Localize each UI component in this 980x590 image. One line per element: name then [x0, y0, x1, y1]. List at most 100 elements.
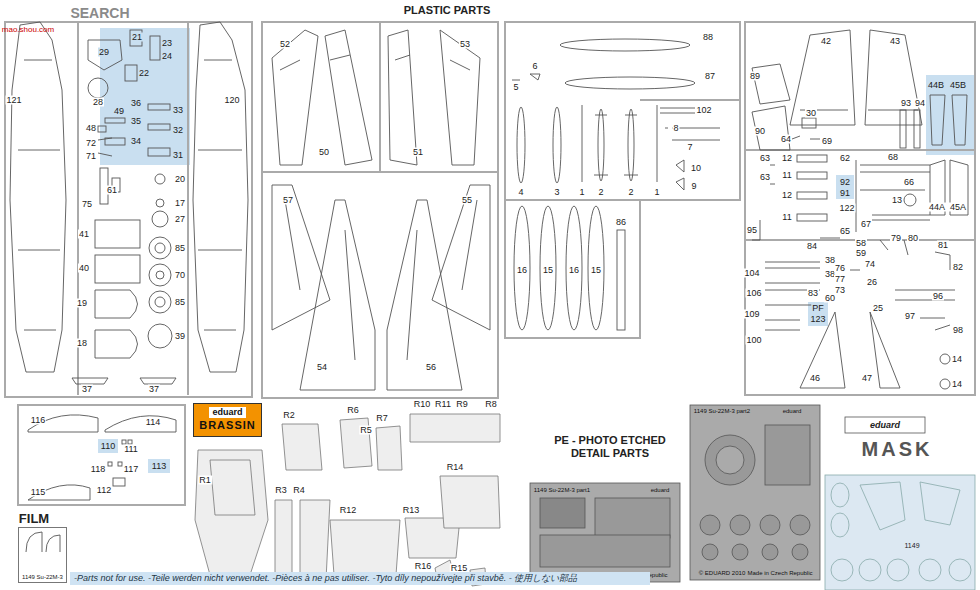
- callout-number: 1: [653, 188, 660, 197]
- callout-number: 84: [806, 242, 818, 251]
- plastic-part: [272, 30, 318, 165]
- callout-number: 76: [834, 264, 846, 273]
- plastic-part: [272, 185, 330, 330]
- callout-number: 18: [76, 339, 88, 348]
- plastic-part: [122, 440, 126, 444]
- plastic-part: [148, 148, 170, 156]
- plastic-part: [560, 39, 690, 51]
- callout-number: 35: [130, 117, 142, 126]
- callout-number: R13: [402, 506, 421, 515]
- plastic-part: [860, 165, 930, 220]
- callout-number: 29: [98, 48, 110, 57]
- callout-number: 50: [318, 148, 330, 157]
- callout-number: 116: [30, 416, 46, 425]
- sprue-frame: [505, 22, 740, 200]
- callout-number: 10: [690, 164, 702, 173]
- plastic-part: [792, 136, 820, 139]
- callout-number: 104: [743, 269, 760, 278]
- callout-number: 106: [745, 289, 762, 298]
- plastic-part: [325, 30, 372, 165]
- plastic-part: [797, 192, 827, 199]
- callout-number: 12: [781, 191, 793, 200]
- plastic-part: [594, 115, 608, 175]
- mask-text: 1149: [903, 542, 920, 549]
- callout-number: 54: [316, 363, 328, 372]
- node-subtext: BRASSIN: [199, 418, 256, 432]
- plastic-part: [150, 36, 160, 60]
- plastic-part: [930, 95, 967, 145]
- callout-number: 17: [174, 199, 186, 208]
- callout-number: 83: [807, 289, 819, 298]
- callout-number: 87: [704, 72, 716, 81]
- sprue-frame: [18, 405, 185, 505]
- callout-number: 16: [516, 266, 528, 275]
- highlight-area: [100, 28, 190, 165]
- callout-number: 111: [123, 445, 139, 454]
- note-band: -Parts not for use. -Teile werden nicht …: [70, 572, 650, 585]
- plastic-part: [582, 105, 583, 182]
- callout-number: 46: [809, 374, 821, 383]
- callout-number: 48: [85, 124, 97, 133]
- callout-number: 49: [113, 107, 125, 116]
- callout-number: 21: [131, 33, 143, 42]
- plastic-part: [900, 110, 906, 148]
- highlight-area: [836, 175, 854, 199]
- plastic-part: [895, 290, 955, 330]
- plastic-part: [624, 115, 638, 175]
- callout-number: 91: [839, 189, 851, 198]
- plastic-part: [149, 264, 171, 286]
- mask-sheet: [919, 559, 941, 581]
- callout-number: 44B: [927, 81, 945, 90]
- highlight-area: [98, 439, 118, 453]
- plastic-part: [88, 40, 122, 70]
- sprue-frame: [745, 22, 975, 395]
- callout-number: 70: [174, 271, 186, 280]
- callout-number: R10: [413, 400, 432, 409]
- fret-text: Made in Czech Republic: [746, 570, 813, 576]
- callout-number: 8: [672, 124, 679, 133]
- callout-number: 94: [914, 99, 926, 108]
- plastic-part: [856, 160, 857, 232]
- sprue-frame: [262, 22, 498, 398]
- plastic-part: [588, 206, 604, 330]
- mask-sheet: [860, 482, 960, 530]
- callout-number: 26: [866, 278, 878, 287]
- callout-number: 45B: [949, 81, 967, 90]
- photo-etched-fret: [702, 544, 718, 560]
- resin-part: [410, 414, 500, 442]
- photo-etched-fret: [700, 515, 720, 535]
- callout-number: 4: [517, 188, 524, 197]
- plastic-part: [26, 532, 60, 552]
- callout-number: R14: [446, 463, 465, 472]
- plastic-part: [285, 200, 477, 360]
- callout-number: 59: [855, 249, 867, 258]
- callout-number: 95: [746, 226, 758, 235]
- photo-etched-fret: [765, 425, 810, 485]
- callout-number: 120: [223, 96, 240, 105]
- callout-number: 19: [76, 299, 88, 308]
- callout-number: 39: [174, 332, 186, 341]
- plastic-part: [388, 30, 417, 165]
- plastic-part: [617, 230, 625, 330]
- plastic-part: [512, 74, 540, 80]
- callout-number: R12: [339, 506, 358, 515]
- callout-number: 68: [887, 153, 899, 162]
- callout-number: 112: [96, 486, 112, 495]
- plastic-part: [18, 60, 60, 330]
- callout-number: 45A: [949, 203, 967, 212]
- plastic-part: [108, 462, 112, 466]
- callout-number: 40: [78, 264, 90, 273]
- callout-number: 97: [904, 312, 916, 321]
- callout-number: 55: [461, 196, 473, 205]
- plastic-part: [95, 220, 140, 248]
- callout-number: 75: [81, 200, 93, 209]
- resin-part: [275, 500, 330, 580]
- sprue-frame: [379, 22, 381, 172]
- callout-number: 118: [90, 465, 106, 474]
- callout-number: 80: [907, 234, 919, 243]
- mask-sheet: [887, 559, 909, 581]
- callout-number: 61: [106, 186, 118, 195]
- callout-number: 92: [839, 178, 851, 187]
- plastic-part: [628, 109, 634, 181]
- callout-number: 86: [615, 218, 627, 227]
